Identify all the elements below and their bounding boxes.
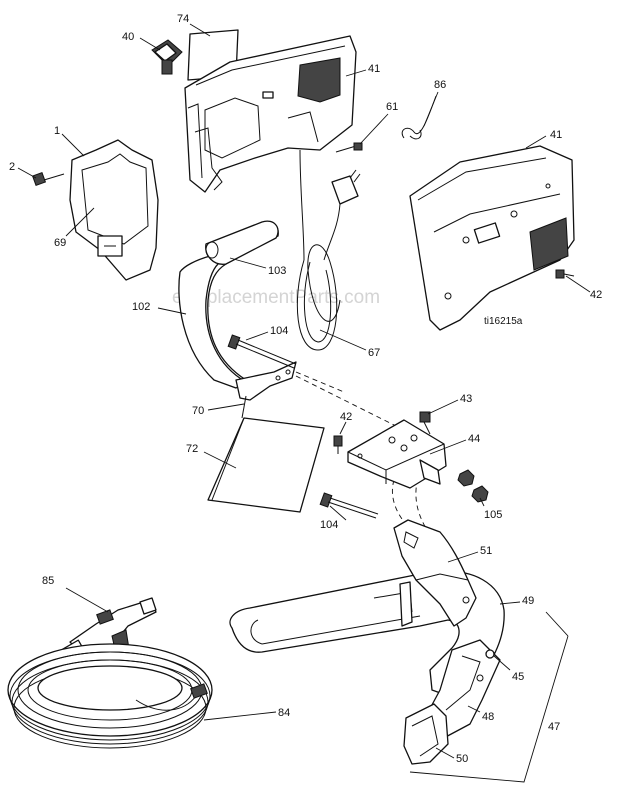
part-105-nuts	[457, 469, 489, 503]
part-49-frame	[229, 571, 505, 701]
callout-105: 105	[484, 509, 502, 521]
part-72-tag	[207, 417, 325, 513]
part-41-front-housing	[409, 145, 575, 331]
part-50-foot	[403, 703, 449, 765]
leader-lines	[17, 23, 591, 759]
part-44-bracket	[347, 419, 447, 489]
part-47-bracket-line	[409, 611, 569, 783]
callouts: 74 40 41 86 61 1 2 69 41 42 ti16215a 103…	[9, 13, 602, 765]
callout-103: 103	[268, 265, 286, 277]
callout-42-right: 42	[590, 289, 602, 301]
callout-44: 44	[468, 433, 480, 445]
part-104-bolt-upper	[227, 334, 297, 369]
callout-48: 48	[482, 711, 494, 723]
callout-51: 51	[480, 545, 492, 557]
callout-86: 86	[434, 79, 446, 91]
callout-49: 49	[522, 595, 534, 607]
callout-104-upper: 104	[270, 325, 288, 337]
callout-72: 72	[186, 443, 198, 455]
part-42-screw-middle	[333, 435, 343, 454]
watermark-text: eReplacementParts.com	[172, 287, 380, 308]
part-84-hose	[7, 643, 213, 749]
callout-2: 2	[9, 161, 15, 173]
part-41-rear-housing	[184, 35, 357, 193]
callout-102: 102	[132, 301, 150, 313]
callout-45: 45	[512, 671, 524, 683]
callout-40: 40	[122, 31, 134, 43]
callout-85: 85	[42, 575, 54, 587]
callout-43: 43	[460, 393, 472, 405]
callout-74: 74	[177, 13, 189, 25]
callout-67: 67	[368, 347, 380, 359]
callout-70: 70	[192, 405, 204, 417]
part-40-switch	[151, 39, 183, 75]
callout-84: 84	[278, 707, 290, 719]
part-51-upright	[393, 519, 477, 627]
part-104-bolt-lower	[319, 492, 379, 519]
callout-1: 1	[54, 125, 60, 137]
part-2-screw	[31, 171, 65, 187]
callout-61: 61	[386, 101, 398, 113]
part-45-bolt	[485, 649, 495, 659]
callout-42-middle: 42	[340, 411, 352, 423]
figure-id: ti16215a	[484, 316, 523, 327]
callout-41-rear: 41	[368, 63, 380, 75]
callout-104-lower: 104	[320, 519, 338, 531]
callout-69: 69	[54, 237, 66, 249]
part-67-power-cord	[296, 149, 361, 351]
callout-41-front: 41	[550, 129, 562, 141]
part-102-handle	[178, 220, 297, 419]
part-61-screw	[335, 142, 363, 153]
part-86-clip	[401, 95, 437, 140]
part-42-screw-right	[555, 269, 575, 279]
callout-47: 47	[548, 721, 560, 733]
part-1-guard	[69, 139, 159, 281]
callout-50: 50	[456, 753, 468, 765]
part-43-screw	[419, 411, 431, 435]
